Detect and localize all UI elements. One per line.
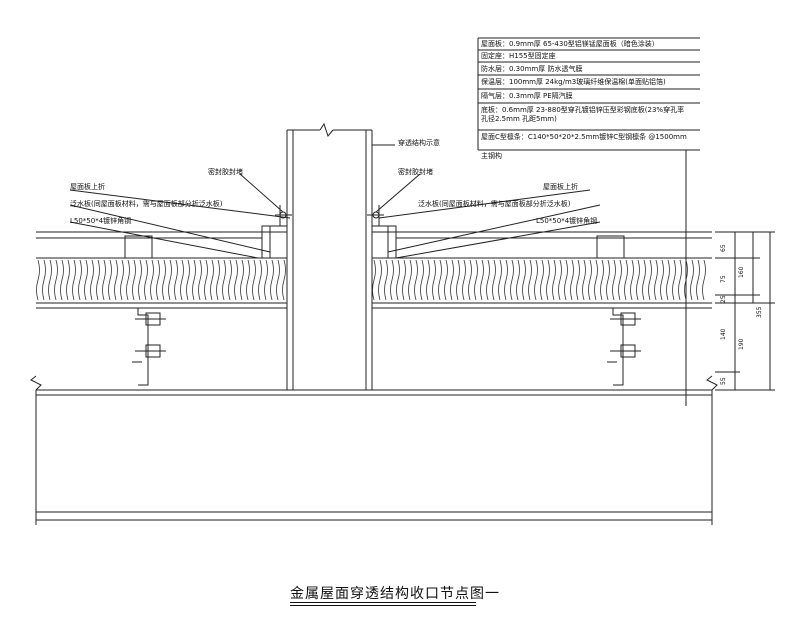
label-flashing-right: 泛水板(同屋面板材料，需与屋面板部分折泛水板) — [418, 200, 571, 208]
dim-190: 190 — [738, 338, 745, 350]
spec-row-main-steel: 主钢构 — [481, 152, 502, 160]
insulation-left — [36, 259, 286, 301]
spec-row-purlin: 屋面C型檩条：C140*50*20*2.5mm镀锌C型钢檩条 @1500mm — [481, 133, 687, 141]
dim-25: 25 — [720, 295, 727, 303]
label-roof-upper-left: 屋面板上折 — [70, 183, 105, 191]
spec-row-base-sheet: 底板：0.6mm厚 23-880型穿孔镀铝锌压型彩钢底板(23%穿孔率 孔径2.… — [481, 106, 685, 123]
spec-row-roof-sheet: 屋面板：0.9mm厚 65-430型铝镁锰屋面板（暗色涂装） — [481, 40, 659, 48]
insulation-right — [372, 259, 706, 301]
label-sealant-right: 密封胶封堵 — [398, 168, 433, 176]
label-flashing-left: 泛水板(同屋面板材料，需与屋面板部分折泛水板) — [70, 200, 223, 208]
dim-75: 75 — [720, 275, 727, 283]
title-underline-2 — [290, 605, 476, 606]
title-underline — [290, 602, 476, 603]
label-penetrating-structure: 穿透结构示意 — [398, 139, 440, 147]
label-angle-left: L50*50*4镀锌角钢 — [70, 217, 132, 225]
spec-row-waterproof: 防水层：0.30mm厚 防水透气膜 — [481, 65, 583, 73]
label-angle-right: L50*50*4镀锌角钢 — [536, 217, 598, 225]
drawing-title: 金属屋面穿透结构收口节点图一 — [290, 586, 500, 602]
dim-140: 140 — [720, 328, 727, 340]
label-sealant-left: 密封胶封堵 — [208, 168, 243, 176]
spec-row-insulation: 保温层：100mm厚 24kg/m3玻璃纤维保温棉(单面贴铝箔) — [481, 78, 666, 86]
label-roof-upper-right: 屋面板上折 — [543, 183, 578, 191]
dim-65: 65 — [720, 244, 727, 252]
spec-row-fixed-seat: 固定座：H155型固定座 — [481, 52, 556, 60]
spec-row-vapor-barrier: 隔气层：0.3mm厚 PE隔汽膜 — [481, 92, 573, 100]
dim-160: 160 — [738, 266, 745, 278]
dim-355: 355 — [756, 306, 763, 318]
dim-55: 55 — [720, 377, 727, 385]
